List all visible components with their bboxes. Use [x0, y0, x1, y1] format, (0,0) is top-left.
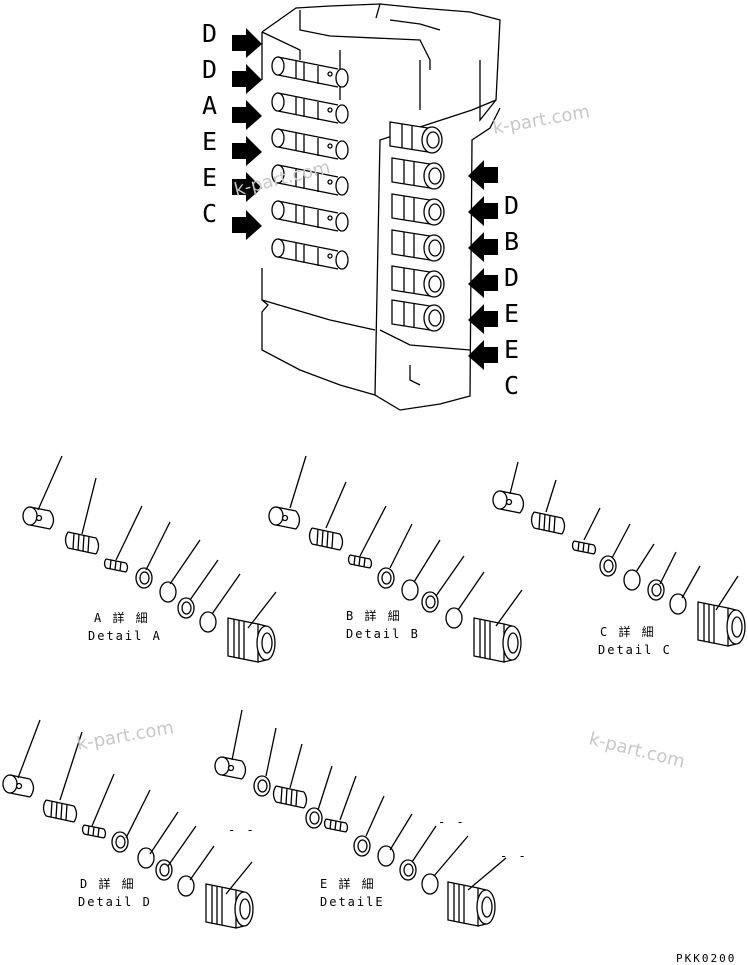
detail-b-en: Detail B [346, 627, 420, 641]
right-label: D [504, 263, 519, 292]
right-label: C [504, 371, 519, 400]
watermark: k-part.com [587, 728, 687, 772]
left-labels: D D A E E C [202, 19, 217, 228]
right-arrows [468, 160, 498, 370]
watermark: k-part.com [75, 717, 175, 755]
left-label: A [202, 91, 217, 120]
detail-b-jp: B 詳 細 [346, 608, 402, 623]
valve-body [261, 3, 501, 411]
right-cap-stack [389, 121, 445, 332]
detail-a: A 詳 細 Detail A [22, 455, 277, 663]
drawing-code: PKK0200 [676, 952, 736, 965]
left-label: D [202, 19, 217, 48]
left-arrows [232, 28, 262, 240]
left-label: E [202, 163, 217, 192]
detail-c-en: Detail C [598, 643, 672, 657]
detail-a-jp: A 詳 細 [94, 610, 150, 625]
detail-e-dash: - - [500, 849, 528, 863]
detail-e-dash: - - [438, 815, 466, 829]
detail-e-en: DetailE [320, 895, 385, 909]
left-label: D [202, 55, 217, 84]
right-label: E [504, 299, 519, 328]
detail-e: E 詳 細 DetailE - - - - [214, 709, 528, 927]
detail-e-jp: E 詳 細 [320, 876, 376, 891]
detail-c-jp: C 詳 細 [600, 624, 656, 639]
detail-a-en: Detail A [88, 629, 162, 643]
watermark: k-part.com [491, 101, 591, 139]
detail-c: C 詳 細 Detail C [492, 461, 746, 657]
right-label: B [504, 227, 519, 256]
detail-d-dash: - - [228, 823, 256, 837]
detail-d-jp: D 詳 細 [80, 876, 136, 891]
detail-d: D 詳 細 Detail D - - [2, 719, 256, 929]
right-labels: D B D E E C [504, 191, 519, 400]
left-label: C [202, 199, 217, 228]
detail-d-en: Detail D [78, 895, 152, 909]
right-label: E [504, 335, 519, 364]
left-label: E [202, 127, 217, 156]
detail-b: B 詳 細 Detail B [268, 455, 523, 663]
right-label: D [504, 191, 519, 220]
